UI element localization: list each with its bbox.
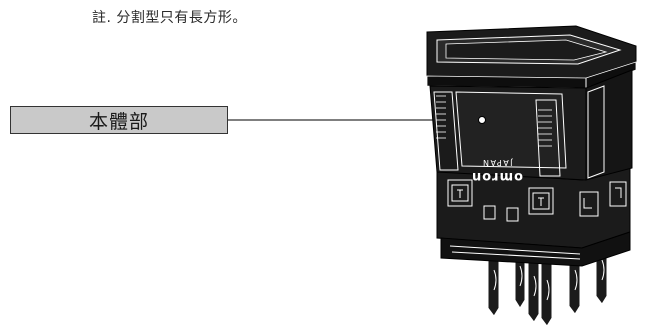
body-part-label: 本體部 (10, 106, 228, 134)
terminal-pins (487, 247, 608, 327)
leader-target-dot (478, 116, 486, 124)
base-housing (436, 167, 631, 267)
brand-omron-text: omron (471, 169, 523, 184)
brand-japan-text: JAPAN (482, 158, 514, 167)
front-terminals (447, 179, 627, 222)
brand-marking: omron JAPAN (471, 158, 523, 184)
footnote: 註. 分割型只有長方形。 (92, 10, 247, 26)
main-body (429, 69, 633, 181)
bezel (426, 25, 637, 89)
body-part-label-text: 本體部 (88, 110, 149, 133)
